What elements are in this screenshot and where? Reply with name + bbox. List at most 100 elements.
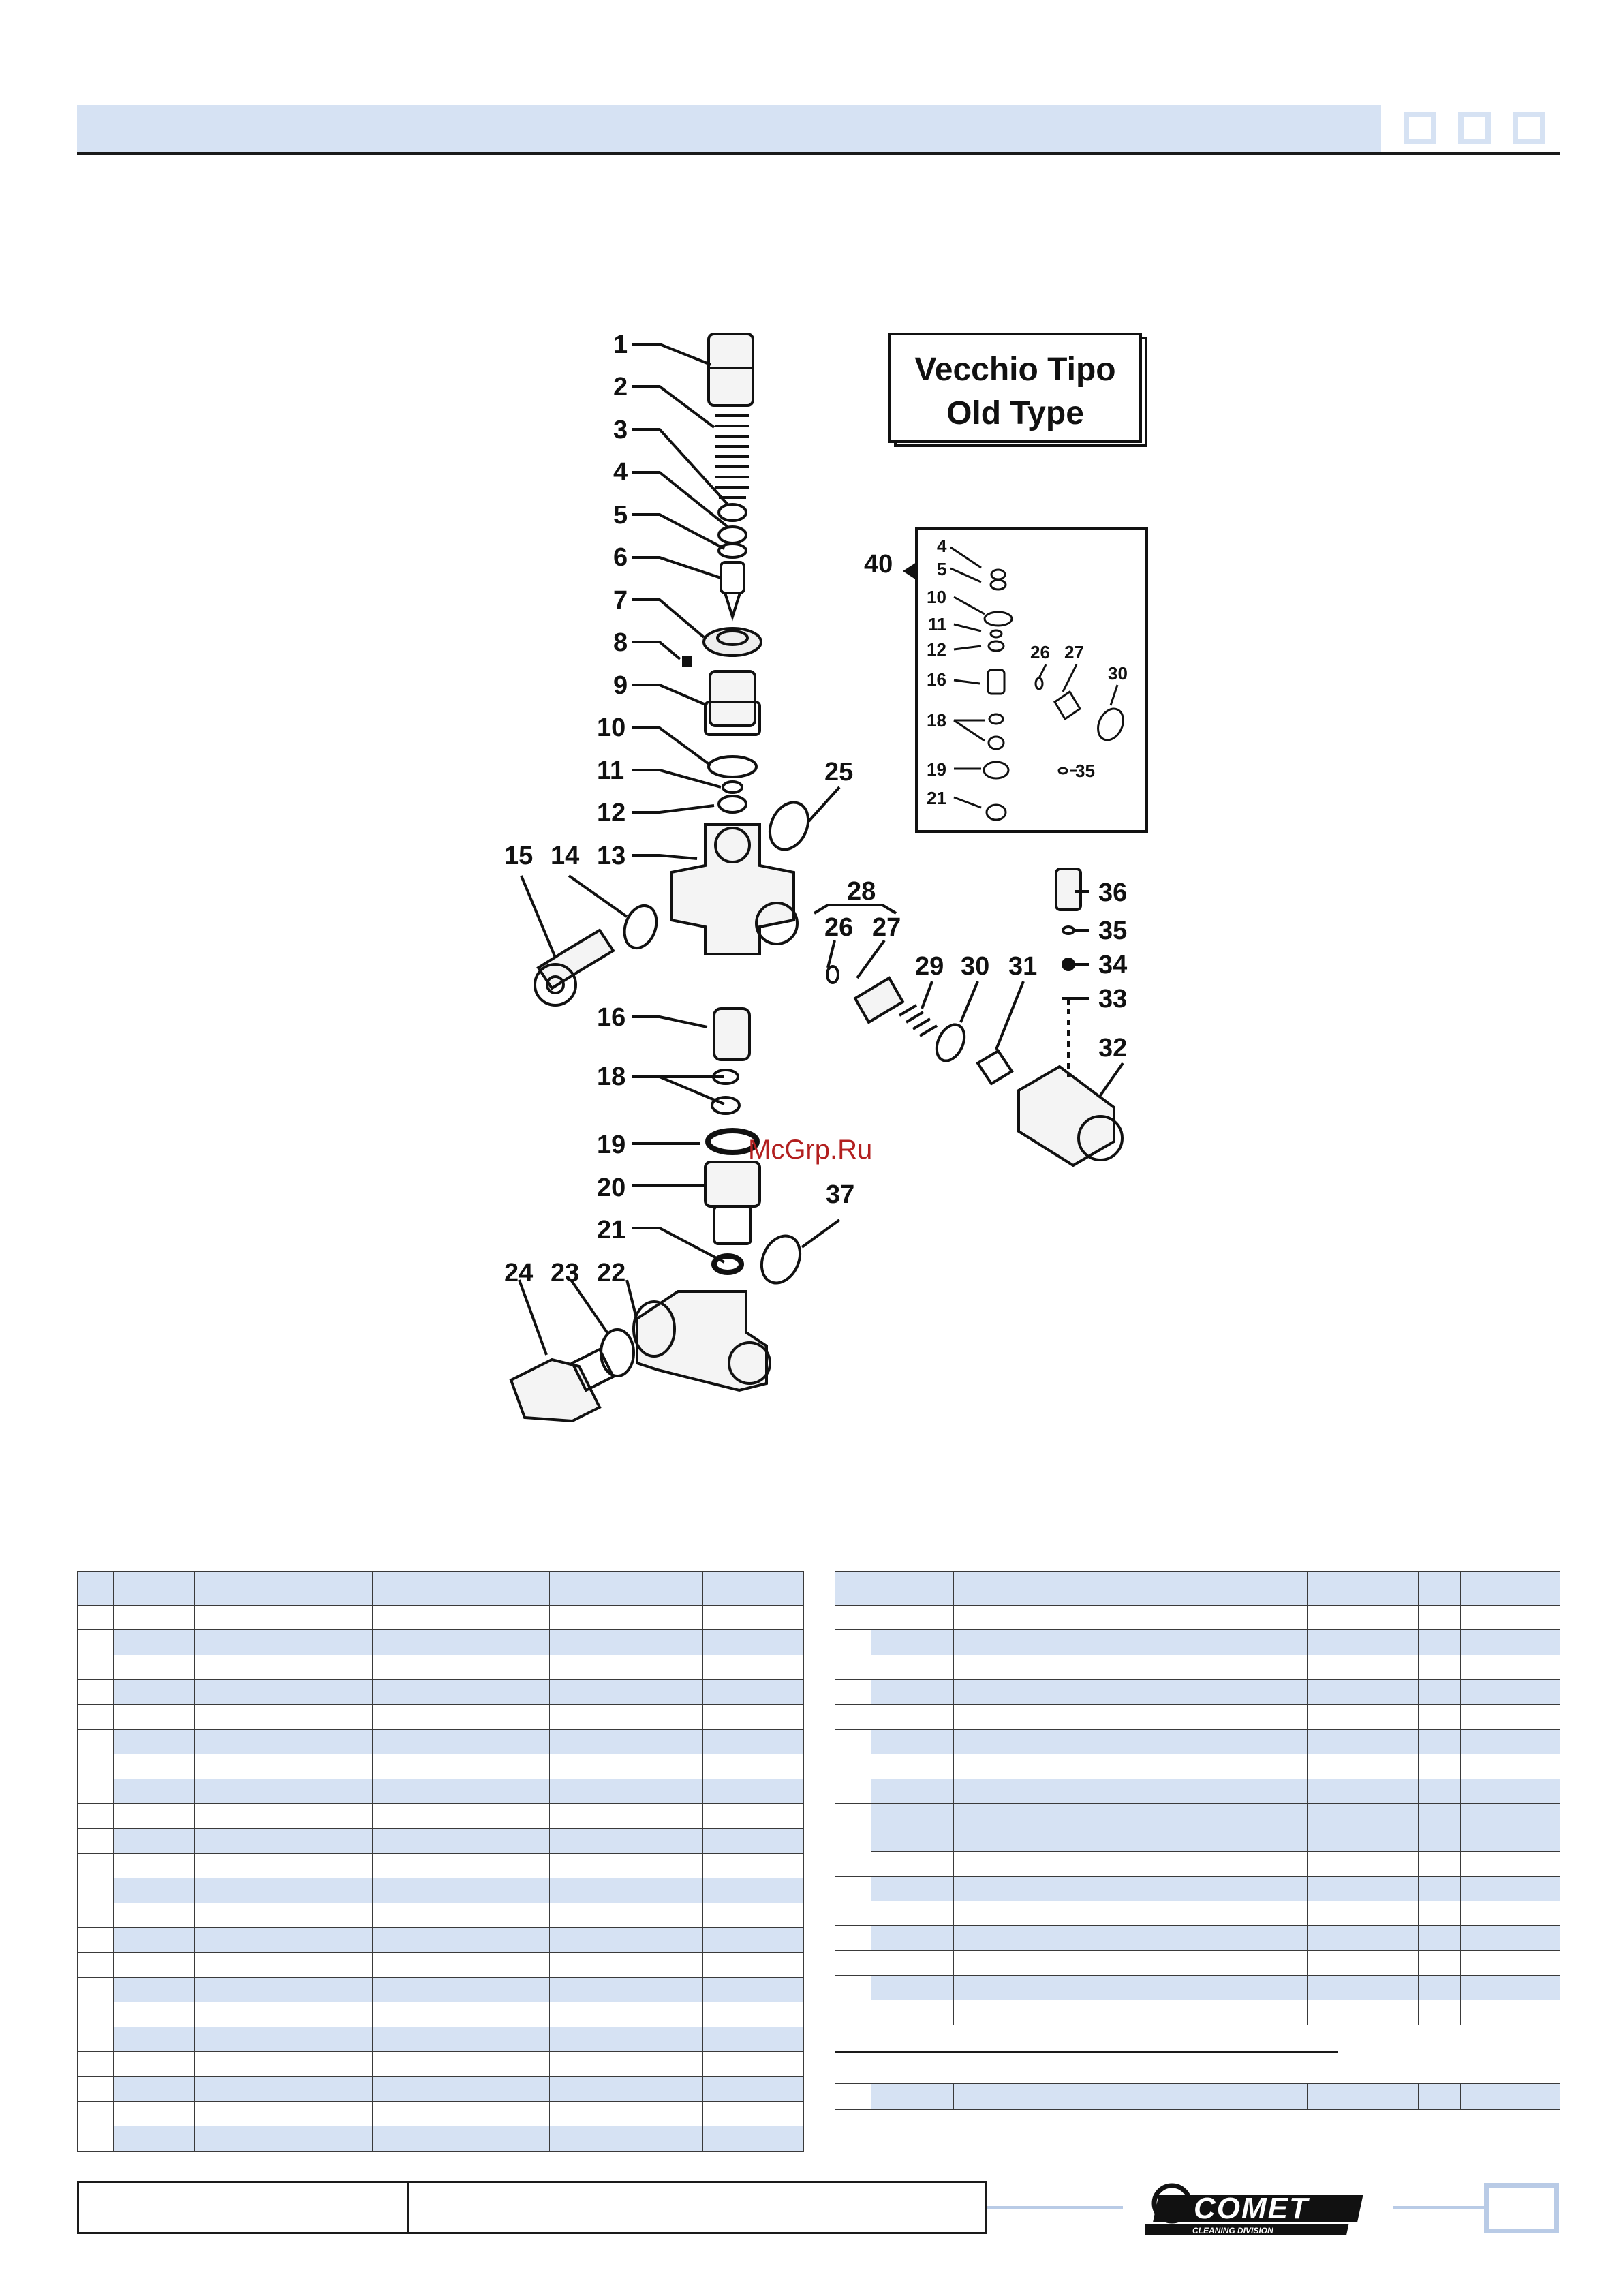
table-cell <box>1130 1654 1308 1681</box>
table-cell <box>1460 1925 1560 1951</box>
table-cell <box>113 1754 195 1779</box>
table-cell <box>835 1876 871 1901</box>
table-cell <box>1418 1900 1461 1927</box>
callout-6: 6 <box>613 543 628 572</box>
table-cell <box>194 1902 373 1929</box>
table-cell <box>372 1927 550 1953</box>
table-cell <box>372 1629 550 1655</box>
table-cell <box>1418 1728 1461 1755</box>
table-cell <box>372 2026 550 2053</box>
table-cell <box>1130 1851 1308 1877</box>
inset-box-40 <box>903 527 1148 833</box>
table-cell <box>871 1803 954 1852</box>
callout-27: 27 <box>872 913 901 942</box>
footer-divider <box>407 2181 409 2234</box>
table-row <box>835 1900 1560 1927</box>
table-cell <box>194 1927 373 1953</box>
table-row <box>835 1950 1560 1976</box>
footer-accent-line-left <box>987 2206 1123 2209</box>
table-cell <box>871 1728 954 1755</box>
parts-table-right <box>835 1571 1560 2025</box>
inset-callout-18: 18 <box>927 710 946 731</box>
table-cell <box>194 2100 373 2127</box>
table-cell <box>549 1704 660 1730</box>
table-cell <box>77 2051 114 2077</box>
old-type-title-line-2: Old Type <box>946 395 1084 431</box>
table-cell <box>1418 2000 1461 2025</box>
table-cell <box>660 2002 703 2027</box>
table-cell <box>1307 1803 1419 1852</box>
table-cell <box>953 1803 1130 1852</box>
callout-22: 22 <box>597 1259 625 1287</box>
table-cell <box>953 1950 1130 1976</box>
header-rule <box>77 152 1560 155</box>
table-cell <box>1460 1754 1560 1779</box>
inset-callout-12: 12 <box>927 639 946 660</box>
callout-31: 31 <box>1008 952 1037 981</box>
table-cell <box>549 1828 660 1854</box>
table-cell <box>113 1728 195 1755</box>
logo-tagline: CLEANING DIVISION <box>1192 2226 1273 2235</box>
table-cell <box>835 1571 871 1606</box>
table-cell <box>77 2076 114 2102</box>
table-cell <box>660 1828 703 1854</box>
table-row <box>77 1754 804 1779</box>
callout-3: 3 <box>613 416 628 444</box>
table-cell <box>549 1679 660 1705</box>
header-square-3 <box>1513 112 1545 144</box>
table-cell <box>549 2051 660 2077</box>
table-cell <box>194 1878 373 1903</box>
table-row <box>835 1604 1560 1631</box>
callout-7: 7 <box>613 586 628 615</box>
table-cell <box>660 1976 703 2003</box>
header-band <box>77 105 1381 153</box>
table-cell <box>549 1878 660 1903</box>
inset-callout-30: 30 <box>1108 663 1128 684</box>
table-cell <box>660 1952 703 1978</box>
table-cell <box>549 1927 660 1953</box>
table-cell <box>372 2051 550 2077</box>
table-cell <box>549 1728 660 1755</box>
table-cell <box>953 1679 1130 1705</box>
callout-14: 14 <box>551 842 579 870</box>
table-row <box>835 1925 1560 1951</box>
table-cell <box>835 1900 871 1927</box>
table-cell <box>1130 1728 1308 1755</box>
table-cell <box>1418 1629 1461 1655</box>
table-cell <box>194 1604 373 1631</box>
table-cell <box>1460 1704 1560 1730</box>
table-row <box>77 1927 804 1953</box>
table-cell <box>372 1803 550 1829</box>
callout-10: 10 <box>597 714 625 742</box>
table-cell <box>113 1571 195 1606</box>
callout-19: 19 <box>597 1131 625 1159</box>
table-cell <box>660 1927 703 1953</box>
table-cell <box>702 1976 804 2003</box>
table-cell <box>113 1654 195 1681</box>
table-cell <box>372 1778 550 1805</box>
table-cell <box>660 2100 703 2127</box>
table-cell <box>77 1778 114 1805</box>
table-cell <box>113 1952 195 1978</box>
table-cell <box>549 2026 660 2053</box>
table-cell <box>702 1728 804 1755</box>
table-cell <box>660 1728 703 1755</box>
table-cell <box>194 1976 373 2003</box>
table-cell <box>1460 1876 1560 1901</box>
table-cell <box>77 1604 114 1631</box>
table-cell <box>660 1878 703 1903</box>
parts-table-bottom <box>835 2083 1560 2110</box>
table-row <box>835 1728 1560 1755</box>
table-cell <box>549 1976 660 2003</box>
table-row <box>835 1629 1560 1655</box>
table-cell <box>1418 1704 1461 1730</box>
table-cell <box>1307 1704 1419 1730</box>
table-cell <box>1130 1778 1308 1805</box>
table-cell <box>77 1902 114 1929</box>
table-cell <box>113 2076 195 2102</box>
table-cell <box>835 1604 871 1631</box>
table-cell <box>835 1950 871 1976</box>
table-cell <box>372 2126 550 2152</box>
table-cell <box>953 1754 1130 1779</box>
table-cell <box>660 1704 703 1730</box>
